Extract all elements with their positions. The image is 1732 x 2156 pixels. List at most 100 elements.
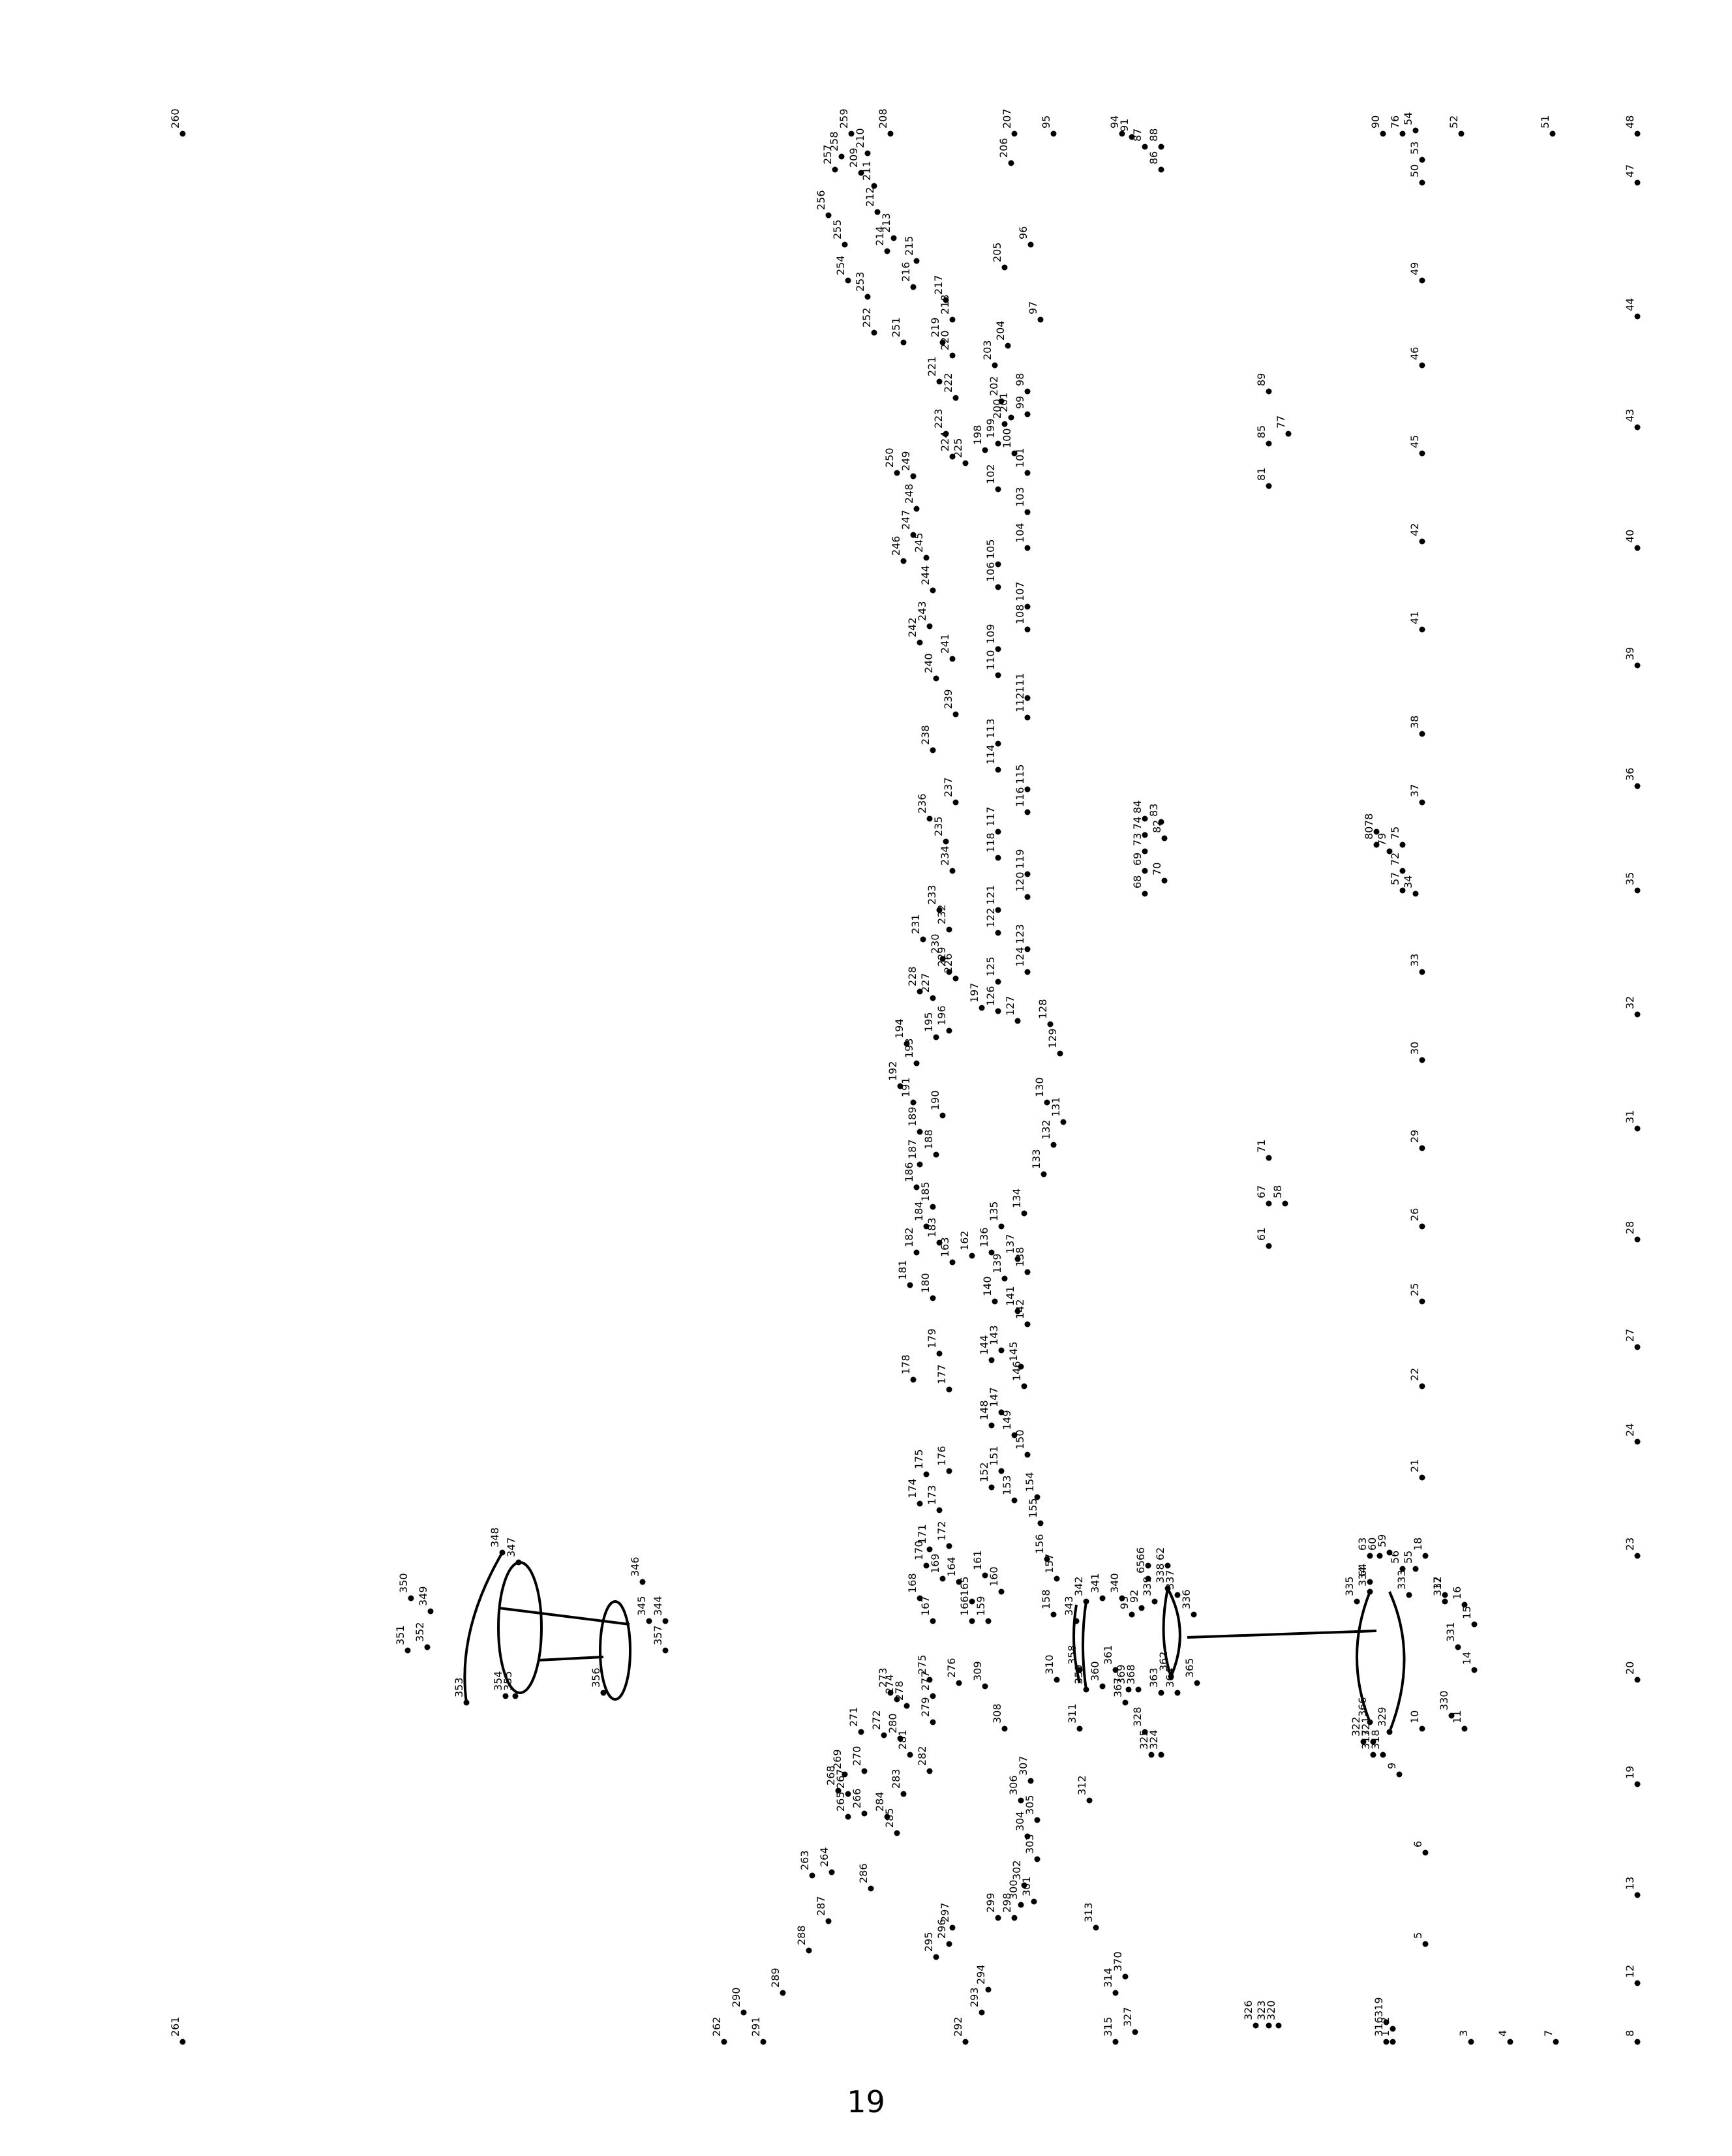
dot-number: 277	[919, 1671, 932, 1691]
dot-point	[904, 1040, 910, 1047]
dot-315: 315	[1102, 2016, 1119, 2045]
dot-number: 105	[984, 539, 997, 559]
dot-point	[1024, 470, 1031, 476]
dot-point	[662, 1618, 669, 1624]
dot-number: 313	[1082, 1902, 1095, 1922]
dot-280: 280	[887, 1713, 904, 1742]
dot-number: 352	[414, 1622, 426, 1642]
dot-point	[995, 1008, 1001, 1014]
dot-216: 216	[900, 262, 917, 290]
dot-number: 127	[1004, 995, 1016, 1016]
dot-49: 49	[1408, 262, 1425, 284]
dot-166: 166	[958, 1596, 975, 1624]
dot-number: 107	[1014, 581, 1026, 601]
dot-point	[995, 584, 1001, 590]
dot-number: 233	[926, 885, 938, 905]
dot-number: 10	[1408, 1710, 1421, 1723]
dot-311: 311	[1066, 1703, 1083, 1732]
dot-62: 62	[1154, 1547, 1171, 1569]
dot-point	[1158, 166, 1164, 173]
dot-point	[900, 558, 907, 564]
dot-number: 322	[1350, 1716, 1362, 1737]
dot-point	[1164, 1562, 1171, 1569]
dot-number: 286	[857, 1863, 870, 1883]
dot-point	[1044, 1099, 1050, 1106]
dot-137: 137	[1004, 1234, 1021, 1262]
dot-number: 181	[896, 1260, 909, 1280]
dot-294: 294	[975, 1964, 992, 1993]
dot-point	[982, 1683, 988, 1690]
dot-number: 42	[1408, 523, 1421, 536]
dot-number: 363	[1147, 1667, 1160, 1688]
dot-number: 340	[1108, 1573, 1121, 1593]
dot-number: 6	[1412, 1841, 1424, 1847]
dot-point	[842, 241, 848, 248]
dot-number: 261	[169, 2016, 181, 2037]
dot-point	[1142, 848, 1148, 855]
dot-346: 346	[629, 1556, 646, 1585]
dot-point	[1027, 1778, 1034, 1784]
dot-332: 332	[1431, 1576, 1448, 1605]
dot-point	[1119, 1595, 1125, 1602]
dot-354: 354	[492, 1671, 509, 1699]
dot-point	[1634, 783, 1641, 789]
dot-point	[1037, 316, 1044, 323]
dot-179: 179	[926, 1328, 943, 1357]
dot-point	[1380, 130, 1386, 137]
dot-number: 31	[1624, 1110, 1636, 1123]
dot-number: 69	[1131, 853, 1144, 866]
dot-269: 269	[831, 1749, 848, 1778]
dot-260: 260	[169, 108, 186, 137]
dot-158: 158	[1040, 1589, 1057, 1618]
dot-number: 259	[838, 108, 850, 129]
dot-261: 261	[169, 2016, 186, 2045]
dot-number: 272	[870, 1710, 883, 1730]
dot-312: 312	[1076, 1775, 1093, 1804]
dot-point	[1634, 545, 1641, 551]
dot-point	[1145, 1575, 1151, 1582]
dot-point	[1373, 828, 1380, 835]
dot-point	[946, 1027, 952, 1034]
dot-322: 322	[1350, 1716, 1367, 1745]
dot-point	[1275, 2022, 1282, 2029]
dot-177: 177	[935, 1364, 952, 1393]
dot-134: 134	[1010, 1188, 1027, 1217]
dot-238: 238	[919, 725, 936, 753]
dot-point	[936, 907, 943, 913]
dot-number: 15	[1461, 1606, 1473, 1619]
dot-180: 180	[919, 1273, 936, 1301]
dot-65: 65	[1134, 1560, 1151, 1582]
dot-point	[1471, 1667, 1478, 1673]
dot-168: 168	[906, 1573, 923, 1602]
dot-number: 165	[958, 1576, 971, 1596]
dot-number: 191	[900, 1077, 912, 1097]
dot-number: 315	[1102, 2016, 1114, 2037]
dot-point	[946, 1468, 952, 1474]
dot-number: 14	[1461, 1652, 1473, 1665]
dot-point	[1634, 1011, 1641, 1018]
dot-38: 38	[1408, 716, 1425, 737]
dot-number: 81	[1255, 468, 1268, 481]
dot-187: 187	[906, 1139, 923, 1168]
dot-number: 58	[1271, 1185, 1284, 1198]
dot-point	[1011, 450, 1018, 457]
dot-point	[933, 1034, 939, 1040]
dot-point	[845, 1814, 851, 1820]
dot-146: 146	[1010, 1361, 1027, 1389]
dot-number: 207	[1001, 108, 1013, 129]
dot-number: 276	[945, 1658, 958, 1678]
dot-point	[1011, 1432, 1018, 1438]
dot-point	[1132, 2029, 1138, 2035]
dot-223: 223	[932, 408, 949, 437]
dot-point	[949, 656, 956, 662]
dot-number: 125	[984, 956, 997, 977]
dot-number: 175	[913, 1449, 925, 1469]
dot-184: 184	[913, 1201, 930, 1230]
dot-number: 17	[1431, 1577, 1444, 1590]
dot-162: 162	[958, 1230, 975, 1259]
dot-19: 19	[1624, 1766, 1641, 1787]
dot-329: 329	[1376, 1707, 1393, 1735]
dot-number: 40	[1624, 530, 1636, 543]
dot-number: 292	[952, 2016, 964, 2037]
dot-number: 337	[1164, 1570, 1176, 1590]
